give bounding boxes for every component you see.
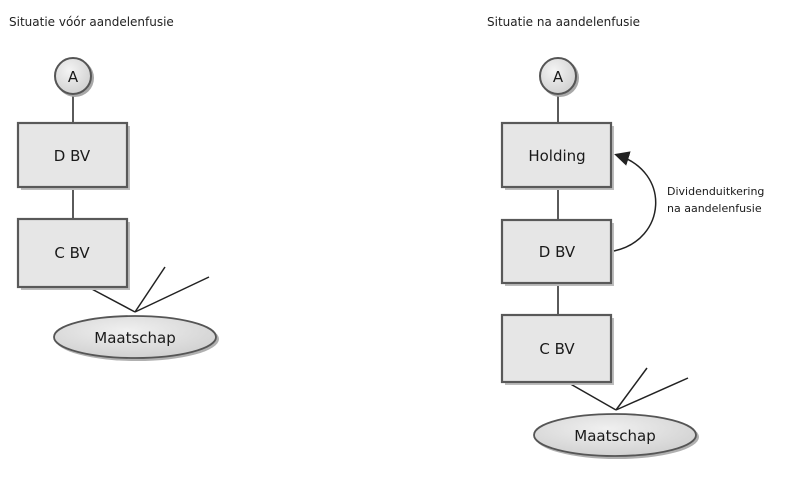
maatschap-label: Maatschap (94, 329, 176, 347)
holding-box: Holding (500, 121, 614, 190)
maatschap-label: Maatschap (574, 427, 656, 445)
connector-cbv-to-maatschap (87, 286, 136, 313)
after-title: Situatie na aandelenfusie (487, 15, 640, 29)
dbv-box: D BV (16, 121, 130, 190)
connector-cbv-to-maatschap (566, 381, 617, 411)
shareholder-a-label: A (68, 68, 79, 86)
holding-label: Holding (528, 147, 585, 165)
other-partner-link-1 (134, 266, 166, 313)
cbv-label: C BV (539, 340, 575, 358)
cbv-box: C BV (500, 313, 614, 385)
shareholder-a-node: A (539, 57, 579, 97)
dividend-arrow (613, 151, 657, 252)
maatschap-node: Maatschap (53, 315, 219, 361)
dbv-box: D BV (500, 218, 614, 286)
other-partner-link-1 (615, 367, 648, 411)
dividend-label-line2: na aandelenfusie (667, 202, 762, 215)
shareholder-a-node: A (54, 57, 94, 97)
other-partner-link-2 (134, 276, 210, 313)
before-diagram: Situatie vóór aandelenfusie A D BV C BV (9, 15, 219, 361)
other-partner-link-2 (615, 377, 689, 411)
after-diagram: Situatie na aandelenfusie A Holding D BV (487, 15, 764, 459)
cbv-label: C BV (54, 244, 90, 262)
shareholder-a-label: A (553, 68, 564, 86)
dividend-label-line1: Dividenduitkering (667, 185, 764, 198)
dbv-label: D BV (54, 147, 91, 165)
cbv-box: C BV (16, 217, 130, 290)
maatschap-node: Maatschap (533, 413, 699, 459)
dbv-label: D BV (539, 243, 576, 261)
before-title: Situatie vóór aandelenfusie (9, 15, 174, 29)
